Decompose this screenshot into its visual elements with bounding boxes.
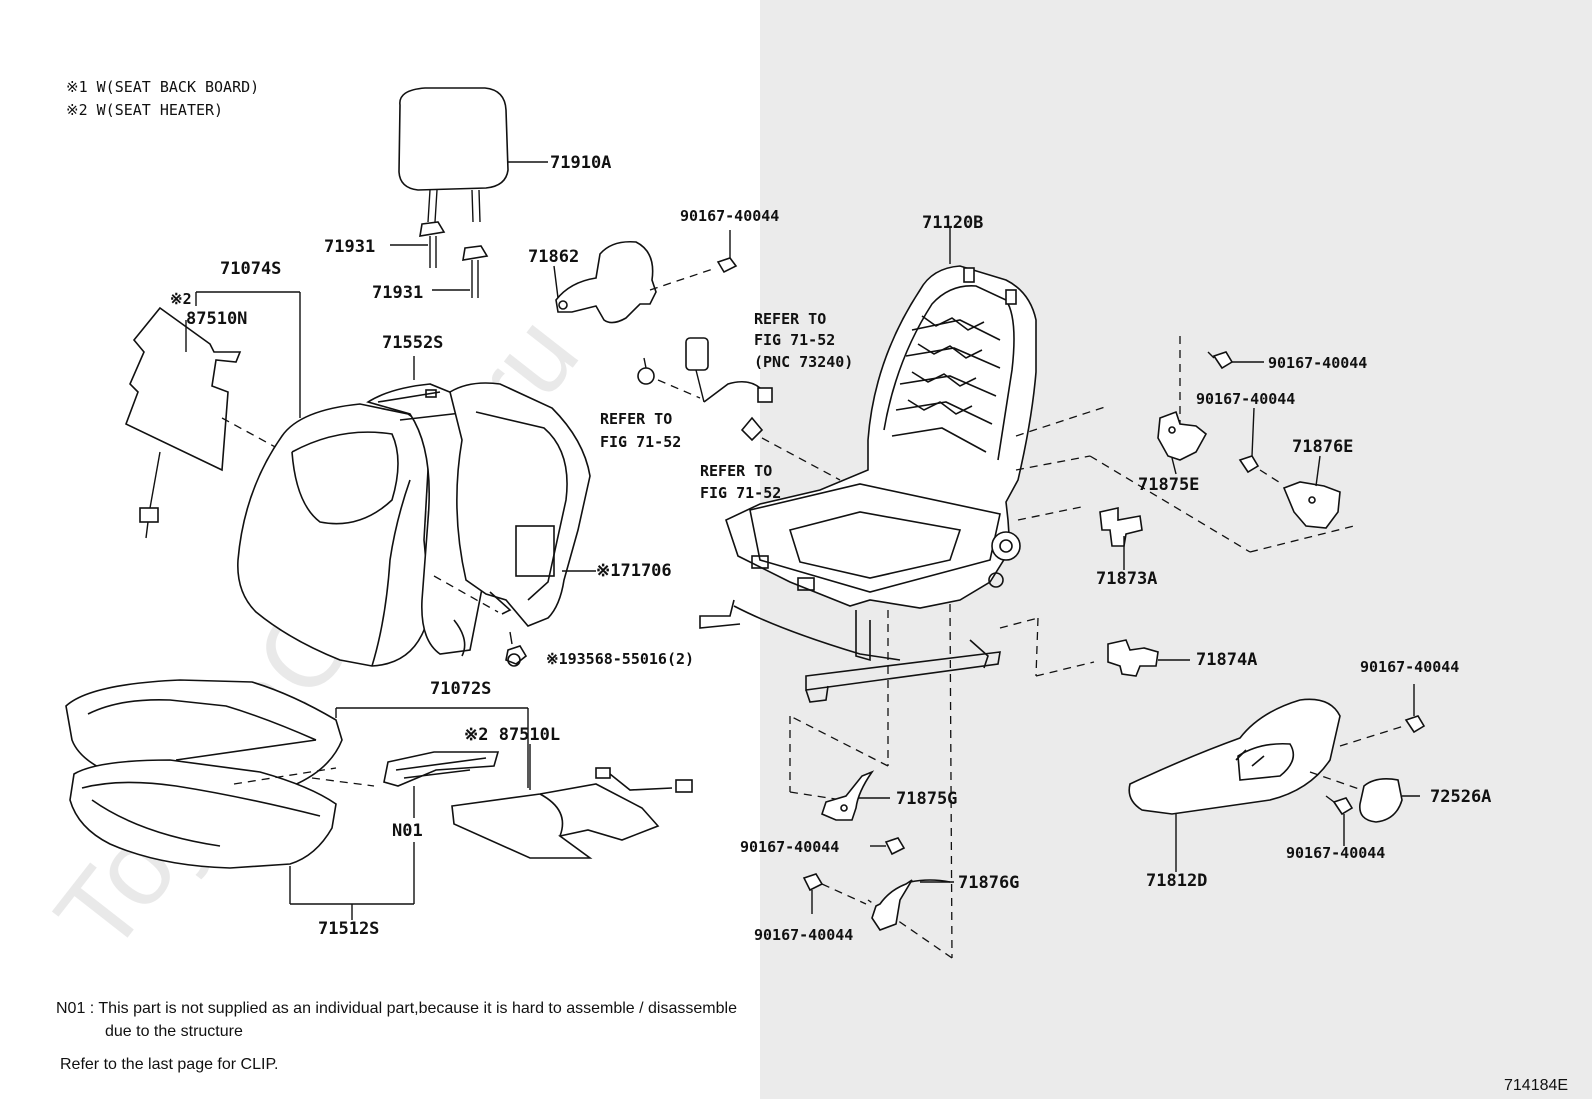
label-71876G: 71876G	[958, 873, 1019, 893]
note-n01-line-2: due to the structure	[105, 1023, 243, 1040]
label-90167-r3: 90167-40044	[1360, 658, 1459, 676]
label-71931-b: 71931	[372, 283, 423, 303]
label-90167-top: 90167-40044	[680, 207, 779, 225]
knob-72526A[interactable]	[1359, 778, 1420, 823]
label-71931-a: 71931	[324, 237, 375, 257]
heater-cushion-87510L[interactable]	[451, 767, 693, 859]
note-clip: Refer to the last page for CLIP.	[60, 1056, 279, 1073]
headrest-support-71931-a[interactable]	[419, 221, 446, 268]
label-90167-m1: 90167-40044	[740, 838, 839, 856]
figure-id: 714184E	[1504, 1077, 1568, 1094]
label-71875G: 71875G	[896, 789, 957, 809]
refer-1-line-1: REFER TO	[754, 310, 826, 328]
bracket-71875E[interactable]	[1157, 410, 1208, 461]
bracket-71875G[interactable]	[821, 770, 875, 821]
bracket-71873A[interactable]	[1099, 507, 1143, 547]
label-71874A: 71874A	[1196, 650, 1257, 670]
screw-90167-r2[interactable]	[1238, 407, 1260, 474]
refer-2-line-2: FIG 71-52	[600, 433, 681, 451]
label-87510N: 87510N	[186, 309, 247, 329]
heater-back-87510N[interactable]	[124, 306, 242, 539]
screw-90167-m1[interactable]	[870, 837, 906, 856]
label-90167-r2: 90167-40044	[1196, 390, 1295, 408]
cushion-pad-71512S[interactable]	[69, 759, 337, 869]
label-71812D: 71812D	[1146, 871, 1207, 891]
part-N01[interactable]	[383, 751, 500, 787]
label-71910A: 71910A	[550, 153, 611, 173]
screw-90167-r4[interactable]	[1325, 795, 1354, 846]
label-71552S: 71552S	[382, 333, 443, 353]
label-90167-r4: 90167-40044	[1286, 844, 1385, 862]
cover-71876E[interactable]	[1282, 481, 1341, 529]
label-71120B: 71120B	[922, 213, 983, 233]
headrest-71910A[interactable]	[398, 87, 509, 223]
cover-71862[interactable]	[555, 240, 657, 324]
bracket-71874A[interactable]	[1107, 639, 1159, 677]
refer-1-line-2: FIG 71-52	[754, 331, 835, 349]
seatbelt-buckle[interactable]	[685, 337, 773, 403]
side-shield-71812D[interactable]	[1128, 698, 1341, 815]
label-72526A: 72526A	[1430, 787, 1491, 807]
seat-frame-71120B[interactable]	[699, 265, 1037, 703]
label-71074S: 71074S	[220, 259, 281, 279]
screw-90167-r1[interactable]	[1207, 351, 1234, 370]
label-N01: N01	[392, 821, 423, 841]
label-71706: ※171706	[596, 561, 672, 581]
refer-3-line-2: FIG 71-52	[700, 484, 781, 502]
refer-fastener-2[interactable]	[740, 416, 764, 442]
label-71876E: 71876E	[1292, 437, 1353, 457]
screw-90167-top[interactable]	[716, 230, 738, 274]
refer-fastener-1[interactable]	[637, 357, 655, 385]
seatback-board-71706[interactable]	[449, 382, 591, 627]
label-90167-r1: 90167-40044	[1268, 354, 1367, 372]
cover-71876G[interactable]	[871, 879, 951, 931]
legend-item-2: ※2 W(SEAT HEATER)	[66, 101, 223, 119]
label-90167-m2: 90167-40044	[754, 926, 853, 944]
note-n01-line-1: N01 : This part is not supplied as an in…	[56, 1000, 737, 1017]
label-87510N-mark: ※2	[170, 290, 192, 308]
refer-1-line-3: (PNC 73240)	[754, 353, 853, 371]
label-71862: 71862	[528, 247, 579, 267]
label-71873A: 71873A	[1096, 569, 1157, 589]
seatback-cover-71074S[interactable]	[237, 403, 429, 667]
refer-2-line-1: REFER TO	[600, 410, 672, 428]
label-93568: ※193568-55016(2)	[546, 650, 694, 668]
screw-90167-r3[interactable]	[1404, 684, 1426, 734]
headrest-support-71931-b[interactable]	[462, 245, 489, 298]
label-71875E: 71875E	[1138, 475, 1199, 495]
refer-3-line-1: REFER TO	[700, 462, 772, 480]
label-87510L: ※2 87510L	[464, 725, 560, 745]
label-71072S: 71072S	[430, 679, 491, 699]
clip-93568[interactable]	[505, 631, 528, 667]
screw-90167-m2[interactable]	[802, 873, 824, 914]
legend-item-1: ※1 W(SEAT BACK BOARD)	[66, 78, 259, 96]
label-71512S: 71512S	[318, 919, 379, 939]
